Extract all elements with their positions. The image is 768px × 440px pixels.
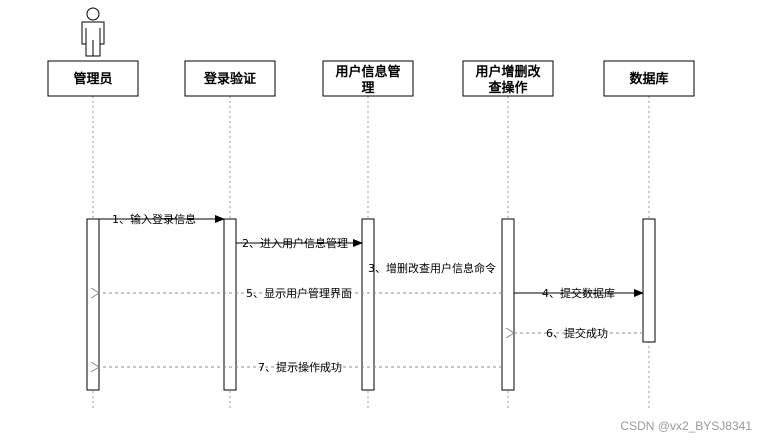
participant-usermgr-label-line1: 用户信息管 (334, 64, 400, 80)
message-1: 1、输入登录信息 (99, 212, 225, 226)
message-2: 2、进入用户信息管理 (236, 236, 363, 250)
message-1-label: 1、输入登录信息 (112, 212, 196, 226)
participant-admin-label: 管理员 (73, 71, 112, 87)
participant-admin: 管理员 (47, 60, 139, 97)
activation-db (642, 218, 656, 343)
activation-crud (501, 218, 515, 391)
participant-crud-label-line1: 用户增删改 (474, 64, 541, 80)
message-3-label: 3、增删改查用户信息命令 (368, 261, 496, 275)
participant-login: 登录验证 (184, 60, 276, 97)
activation-usermgr (361, 218, 375, 391)
participant-login-label: 登录验证 (203, 71, 256, 87)
activation-admin (86, 218, 100, 391)
message-6-label: 6、提交成功 (546, 326, 608, 340)
actor-icon (81, 7, 105, 57)
message-7-label: 7、提示操作成功 (258, 360, 342, 374)
message-5: 5、显示用户管理界面 (99, 286, 502, 300)
message-4-label: 4、提交数据库 (542, 286, 615, 300)
participant-db: 数据库 (603, 60, 695, 97)
participant-usermgr-label-line2: 理 (361, 81, 374, 96)
participant-db-label: 数据库 (629, 71, 668, 87)
watermark: CSDN @vx2_BYSJ8341 (620, 419, 752, 433)
participant-crud: 用户增删改 查操作 (462, 60, 554, 97)
message-4: 4、提交数据库 (514, 286, 644, 300)
message-2-label: 2、进入用户信息管理 (242, 236, 348, 250)
participant-crud-label-line2: 查操作 (487, 80, 527, 96)
message-3: 3、增删改查用户信息命令 (368, 261, 496, 275)
message-5-label: 5、显示用户管理界面 (246, 286, 352, 300)
activation-login (223, 218, 237, 391)
participant-usermgr: 用户信息管 理 (322, 60, 414, 97)
message-6: 6、提交成功 (514, 326, 643, 340)
message-7: 7、提示操作成功 (99, 360, 502, 374)
